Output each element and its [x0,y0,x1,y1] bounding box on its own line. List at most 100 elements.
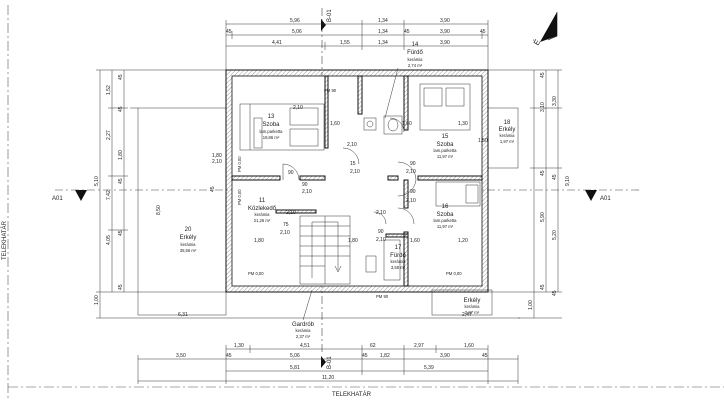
room-name: Fürdő [390,253,406,259]
room-material: kerámia [391,259,407,264]
balcony-east [487,107,519,169]
dim-label: 2,47 [462,312,472,318]
dim-label: 3,90 [440,353,450,359]
room-area: 1,97 m² [500,139,515,144]
room-area: 19,86 m² [263,135,280,140]
dim-label: 1,52 [106,85,112,95]
dim-label: 45 [226,353,232,359]
dim-label: 2,97 [414,343,424,349]
boundary-label-left: TELEKHATÁR [1,220,8,260]
bathroom-fixtures [253,115,403,281]
dim-label: 1,55 [340,40,350,46]
dim-label: 45 [540,284,546,290]
room-number: 13 [268,114,275,120]
opening-label: 15 [350,161,356,167]
boundary-label-bottom: TELEKHATÁR [332,391,372,398]
room-material: kerámia [465,304,481,309]
dim-label: 4,05 [106,235,112,245]
section-label-a01-right: A01 [600,196,611,202]
north-symbol: É [532,38,542,47]
opening-label: 90 [410,189,416,195]
pm-label-left-a: PM 0,00 [237,156,242,172]
dim-label: 45 [552,290,558,296]
balcony-west [137,107,227,316]
opening-label: 1,50 [478,138,488,144]
room-material: lam.parketta [433,148,457,153]
room-number: 17 [395,245,402,251]
opening-label: 2,10 [347,142,357,148]
dim-label: 45 [552,174,558,180]
room-area: 2,87 m² [465,310,480,315]
opening-label: 90 [288,170,294,176]
dim-label: 1,82 [380,353,390,359]
staircase [299,215,351,285]
dim-label: 4,51 [300,343,310,349]
room-material: kerámia [181,242,197,247]
dim-label: 8,50 [156,205,162,215]
room-name: Szoba [262,122,280,128]
bed-room-15 [419,83,471,131]
opening-label: 90 [302,182,308,188]
opening-label: 1,80 [348,238,358,244]
dim-label: 3,50 [176,353,186,359]
bed-room-13 [239,103,325,151]
dim-label: 1,34 [378,40,388,46]
room-area: 21,26 m² [254,218,271,223]
room-material: kerámia [500,133,516,138]
room-material: lam.parketta [259,129,283,134]
room-area: 2,37 m² [296,334,311,339]
dim-label: 9,10 [565,176,571,186]
dim-label: 45 [226,29,232,35]
dim-label: 4,41 [272,40,282,46]
room-13: 13 Szoba lam.parketta 19,86 m² [259,114,283,140]
room-11: 11 Közlekedő kerámia 21,26 m² [248,198,277,223]
pm-label-top: PM 90 [324,88,337,93]
opening-label: 1,60 [410,238,420,244]
room-name: Szoba [436,212,454,218]
dim-label: 5,20 [552,230,558,240]
dim-label: 45 [480,29,486,35]
opening-label: 2,10 [376,237,386,243]
dim-label: 5,06 [290,353,300,359]
room-18: 18 Erkély kerámia 1,97 m² [499,120,516,144]
room-name: Erkély [499,127,516,133]
dim-label: 3,90 [440,40,450,46]
dim-label: 1,80 [118,150,124,160]
room-name: Gardrób [292,322,315,328]
section-label-b01-top: B-01 [327,9,333,22]
section-marker-a01-right: A01 [585,190,611,202]
dim-label: 45 [118,178,124,184]
room-number: 11 [259,198,266,204]
opening-label: 2,10 [293,105,303,111]
north-arrow-icon: É [532,12,558,47]
dim-label: 1,00 [94,295,100,305]
dim-label: 3,90 [440,29,450,35]
opening-label: 2,10 [280,230,290,236]
room-material: kerámia [408,57,424,62]
opening-label: 75 [283,222,289,228]
room-balcony-se: Erkély kerámia 2,87 m² [464,298,481,315]
room-gardrob: Gardrób kerámia 2,37 m² [292,289,315,339]
dim-label: 5,96 [290,18,300,24]
dim-label: 3,10 [540,102,546,112]
pm-label-left-b: PM 0,00 [237,189,242,205]
pm-label-bottom-right: PM 0,00 [446,271,462,276]
room-area: 11,97 m² [437,154,454,159]
opening-label: 1,60 [402,121,412,127]
dim-label: 5,10 [94,176,100,186]
dim-label: 5,81 [290,365,300,371]
room-number: 20 [185,227,192,233]
room-area: 2,74 m² [408,63,423,68]
dim-label: 1,80 [212,153,222,159]
room-number: 18 [504,120,511,126]
section-label-a01-left: A01 [52,196,63,202]
dim-label: 1,34 [378,29,388,35]
dimension-chain-left: 1,52 1,80 2,27 5,10 7,42 4,05 1,00 8,50 … [94,69,226,319]
dim-label: 2,10 [212,159,222,165]
dim-label: 45 [540,72,546,78]
dim-label: 3,90 [440,18,450,24]
room-area: 3,58 m² [391,265,406,270]
room-material: kerámia [255,212,271,217]
room-name: Fürdő [407,50,423,56]
dim-label: 45 [404,29,410,35]
